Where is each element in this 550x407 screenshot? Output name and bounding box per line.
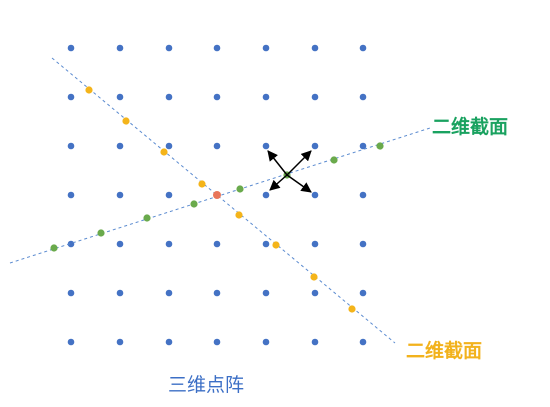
lattice-dot [165, 142, 173, 150]
lattice-dot [116, 240, 124, 248]
lattice-dot [67, 142, 75, 150]
lattice-dot [359, 191, 367, 199]
lattice-dot [116, 338, 124, 346]
lattice-dot [311, 289, 319, 297]
green-point [376, 142, 384, 150]
lattice-dot [213, 44, 221, 52]
lattice-dot [359, 44, 367, 52]
lattice-dot [359, 240, 367, 248]
orange-point [272, 241, 280, 249]
lattice-dot [359, 93, 367, 101]
orange-point [122, 117, 130, 125]
lattice-dot [67, 44, 75, 52]
green-point [143, 214, 151, 222]
lattice-dot [116, 93, 124, 101]
green-point [330, 156, 338, 164]
lattice-dot [165, 44, 173, 52]
lattice-dot [262, 93, 270, 101]
lattice-dot [311, 191, 319, 199]
lattice-dot [213, 289, 221, 297]
orange-point [85, 86, 93, 94]
lattice-dot [262, 44, 270, 52]
lattice-dot [359, 338, 367, 346]
lattice-dot [213, 240, 221, 248]
lattice-dot [262, 289, 270, 297]
green-point [190, 200, 198, 208]
lattice-dot [165, 338, 173, 346]
orange-plane-label: 二维截面 [406, 340, 483, 362]
lattice-dot [262, 191, 270, 199]
orange-point [348, 305, 356, 313]
lattice-dot [311, 44, 319, 52]
lattice-dot [165, 240, 173, 248]
lattice-dot [116, 44, 124, 52]
intersection-point [213, 191, 221, 199]
arrow-up-left [267, 150, 288, 176]
lattice-dot [262, 338, 270, 346]
direction-arrows [267, 150, 312, 193]
green-point [236, 185, 244, 193]
green-plane-line [9, 127, 431, 264]
lattice-dot [262, 240, 270, 248]
lattice-label: 三维点阵 [168, 374, 245, 396]
lattice-dot [311, 338, 319, 346]
lattice-dot [311, 93, 319, 101]
lattice-dot [262, 142, 270, 150]
lattice-dot [116, 142, 124, 150]
orange-plane-line [51, 57, 396, 344]
lattice-dot [213, 338, 221, 346]
lattice-dot [116, 191, 124, 199]
green-point [50, 244, 58, 252]
orange-point [160, 148, 168, 156]
lattice-dot [165, 289, 173, 297]
lattice-dots [67, 44, 367, 346]
arrow-down-left [269, 174, 288, 191]
orange-point [198, 180, 206, 188]
lattice-dot [213, 93, 221, 101]
lattice-dot [213, 142, 221, 150]
lattice-dot [165, 191, 173, 199]
lattice-dot [67, 191, 75, 199]
orange-point [310, 273, 318, 281]
lattice-dot [359, 289, 367, 297]
arrow-up-right [286, 150, 312, 176]
lattice-dot [67, 240, 75, 248]
lattice-dot [67, 93, 75, 101]
lattice-dot [67, 289, 75, 297]
green-plane-points [50, 142, 384, 252]
lattice-dot [116, 289, 124, 297]
orange-point [235, 211, 243, 219]
lattice-dot [67, 338, 75, 346]
lattice-dot [165, 93, 173, 101]
lattice-dot [311, 240, 319, 248]
green-plane-label: 二维截面 [432, 116, 509, 138]
lattice-dot [359, 142, 367, 150]
orange-plane-points [85, 86, 356, 313]
green-point [97, 229, 105, 237]
arrow-down-right [286, 174, 312, 193]
lattice-dot [311, 142, 319, 150]
